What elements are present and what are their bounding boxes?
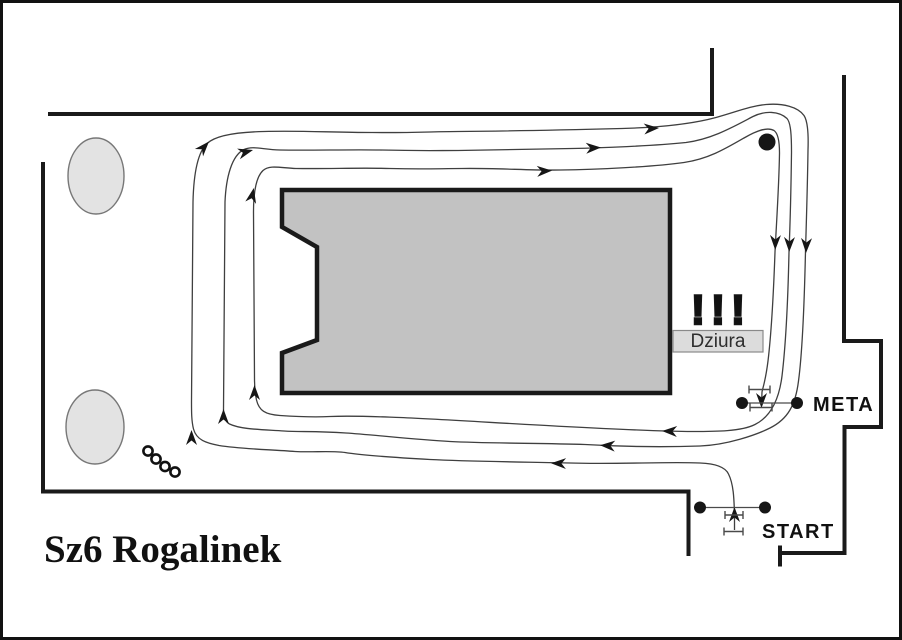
ring-icon (150, 453, 162, 465)
start-gate: START (694, 501, 835, 543)
start-label: START (762, 521, 835, 543)
ring-icon (142, 445, 154, 457)
hazard-marker: !!! Dziura (672, 285, 764, 353)
start-dot-icon (759, 501, 771, 514)
ring-chain-icon (142, 445, 181, 478)
area-ellipses (65, 137, 125, 465)
pylon-dot-icon (758, 133, 776, 151)
arrow-east-icon (536, 165, 553, 177)
arrow-north-icon (245, 186, 260, 204)
wall-top (48, 48, 714, 116)
arrow-north-icon (249, 385, 260, 400)
finish-label: META (813, 394, 874, 416)
hazard-box (672, 329, 764, 353)
ring-icon (169, 466, 181, 478)
arrow-east-icon (643, 122, 660, 135)
wall-right (780, 75, 883, 555)
arrow-north-icon (218, 409, 229, 424)
ring-icon (159, 460, 171, 473)
finish-dot-icon (791, 397, 803, 409)
building (279, 187, 673, 396)
wall-left-bottom (41, 162, 691, 556)
finish-gate: META (736, 385, 874, 416)
start-dot-icon (694, 501, 706, 514)
page-title: Sz6 Rogalinek (44, 528, 282, 571)
walls (41, 48, 883, 567)
finish-dot-icon (736, 397, 748, 409)
hazard-label: Dziura (691, 331, 746, 352)
ellipse-bottom-left (65, 389, 125, 465)
ellipse-top-left (67, 137, 125, 215)
warning-marks: !!! (691, 286, 751, 333)
